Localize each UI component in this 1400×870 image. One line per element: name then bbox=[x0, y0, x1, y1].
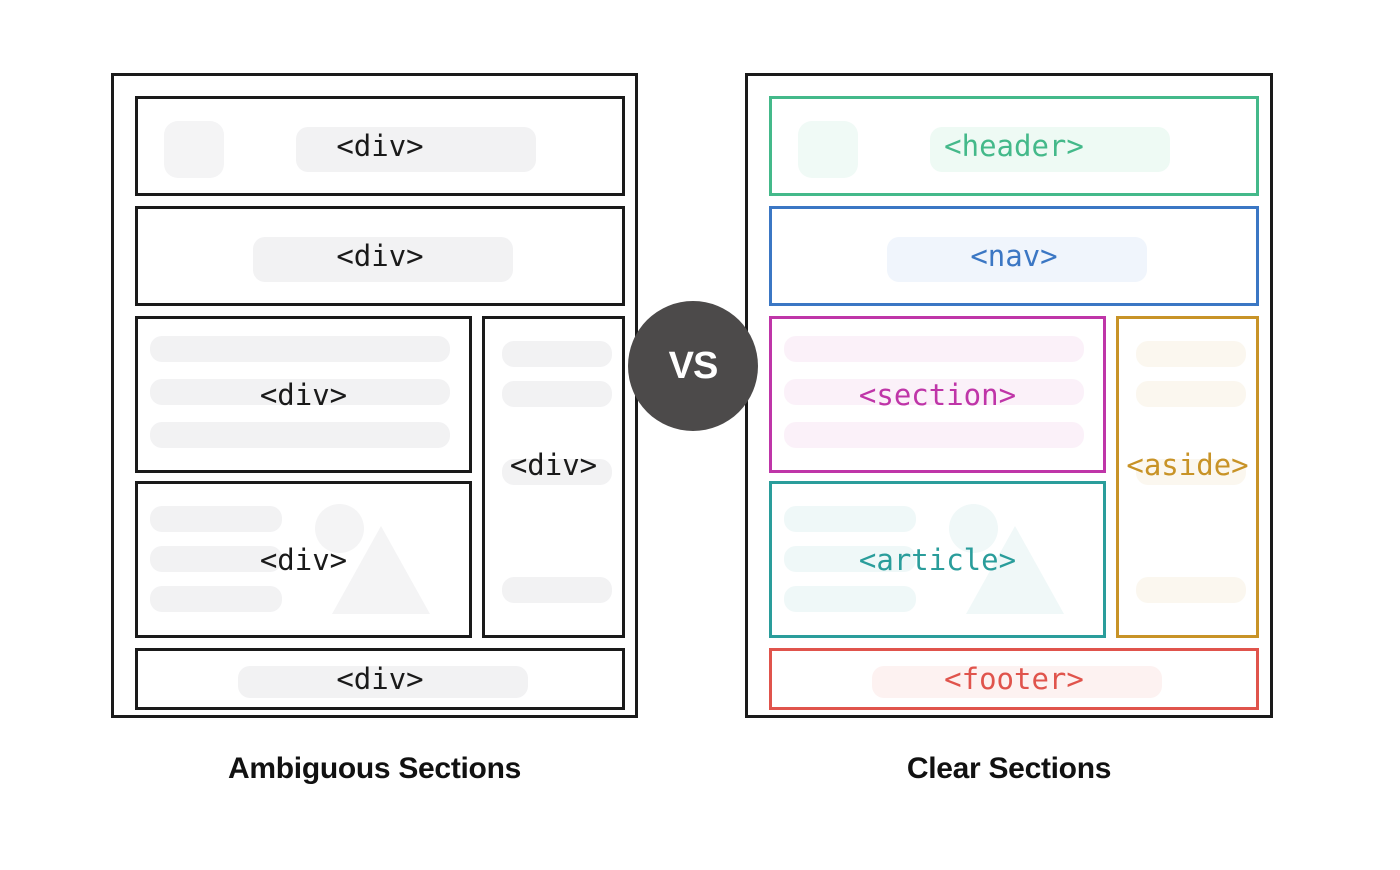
right-aside-block[interactable]: <aside> bbox=[1116, 316, 1259, 638]
right-section-block[interactable]: <section> bbox=[769, 316, 1106, 473]
right-footer-block[interactable]: <footer> bbox=[769, 648, 1259, 710]
skeleton-pill bbox=[930, 127, 1170, 172]
skeleton-pill bbox=[784, 586, 916, 612]
skeleton-pill bbox=[150, 586, 282, 612]
skeleton-pill bbox=[296, 127, 536, 172]
versus-badge: VS bbox=[628, 301, 758, 431]
skeleton-pill bbox=[150, 506, 282, 532]
left-article-block[interactable]: <div> bbox=[135, 481, 472, 638]
clear-sections-panel: <header> <nav> <section> bbox=[745, 73, 1273, 718]
skeleton-pill bbox=[1136, 459, 1246, 485]
skeleton-pill bbox=[1136, 341, 1246, 367]
skeleton-pill bbox=[784, 336, 1084, 362]
skeleton-pill bbox=[784, 379, 1084, 405]
skeleton-pill bbox=[150, 546, 282, 572]
skeleton-pill bbox=[784, 546, 916, 572]
skeleton-pill bbox=[784, 506, 916, 532]
clear-panel-inner: <header> <nav> <section> bbox=[769, 96, 1259, 710]
right-nav-block[interactable]: <nav> bbox=[769, 206, 1259, 306]
left-nav-block[interactable]: <div> bbox=[135, 206, 625, 306]
skeleton-pill bbox=[253, 237, 513, 282]
skeleton-pill bbox=[150, 422, 450, 448]
ambiguous-sections-panel: <div> <div> <div> bbox=[111, 73, 638, 718]
skeleton-pill bbox=[502, 577, 612, 603]
left-header-block[interactable]: <div> bbox=[135, 96, 625, 196]
left-section-block[interactable]: <div> bbox=[135, 316, 472, 473]
ambiguous-sections-caption: Ambiguous Sections bbox=[228, 752, 521, 785]
logo-placeholder bbox=[798, 121, 858, 178]
skeleton-pill bbox=[502, 381, 612, 407]
right-article-block[interactable]: <article> bbox=[769, 481, 1106, 638]
skeleton-pill bbox=[784, 422, 1084, 448]
image-placeholder-icon bbox=[301, 496, 451, 626]
versus-label: VS bbox=[668, 345, 719, 387]
left-aside-block[interactable]: <div> bbox=[482, 316, 625, 638]
skeleton-pill bbox=[502, 459, 612, 485]
image-placeholder-icon bbox=[935, 496, 1085, 626]
skeleton-pill bbox=[238, 666, 528, 698]
skeleton-pill bbox=[887, 237, 1147, 282]
ambiguous-panel-inner: <div> <div> <div> bbox=[135, 96, 625, 710]
right-header-block[interactable]: <header> bbox=[769, 96, 1259, 196]
left-footer-block[interactable]: <div> bbox=[135, 648, 625, 710]
skeleton-pill bbox=[150, 336, 450, 362]
skeleton-pill bbox=[872, 666, 1162, 698]
skeleton-pill bbox=[1136, 381, 1246, 407]
skeleton-pill bbox=[150, 379, 450, 405]
skeleton-pill bbox=[1136, 577, 1246, 603]
logo-placeholder bbox=[164, 121, 224, 178]
clear-sections-caption: Clear Sections bbox=[906, 752, 1112, 785]
skeleton-pill bbox=[502, 341, 612, 367]
